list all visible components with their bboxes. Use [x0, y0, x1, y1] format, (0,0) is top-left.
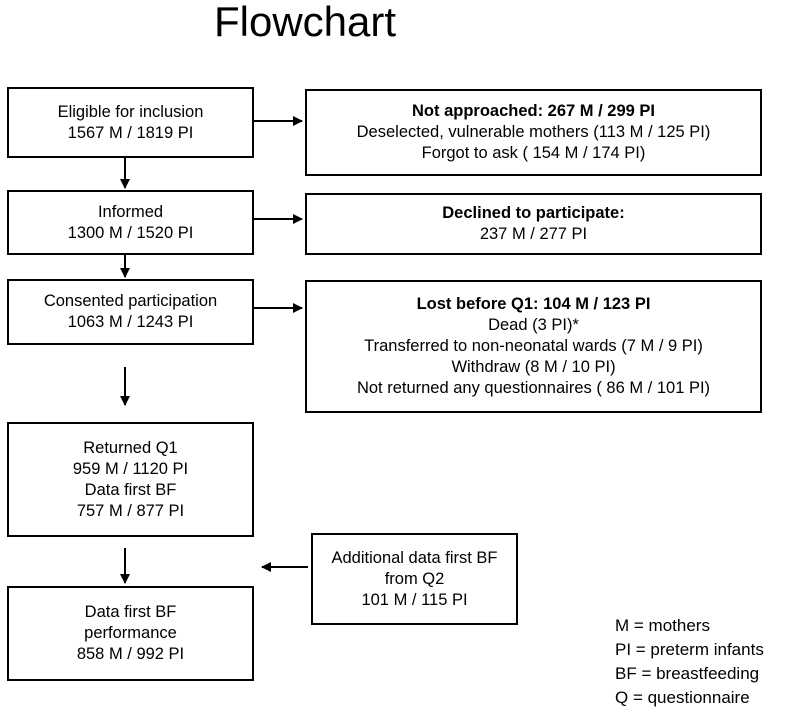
box-informed: Informed 1300 M / 1520 PI: [7, 190, 254, 255]
box-not-approached: Not approached: 267 M / 299 PI Deselecte…: [305, 89, 762, 176]
legend-item: PI = preterm infants: [615, 640, 764, 659]
not-approached-heading: Not approached: 267 M / 299 PI: [412, 102, 655, 120]
eligible-label: Eligible for inclusion: [57, 102, 204, 121]
box-performance: Data first BF performance 858 M / 992 PI: [7, 586, 254, 681]
consented-label: Consented participation: [43, 292, 218, 310]
legend: M = mothers PI = preterm infants BF = br…: [615, 614, 764, 710]
additional-label-2: from Q2: [384, 569, 445, 588]
eligible-count: 1567 M / 1819 PI: [67, 123, 194, 142]
page-title: Flowchart: [213, 0, 397, 45]
performance-label-2: performance: [84, 624, 177, 642]
not-returned-line: Not returned any questionnaires ( 86 M /…: [356, 379, 711, 397]
returned-label: Returned Q1: [83, 438, 178, 457]
legend-item: BF = breastfeeding: [615, 664, 760, 683]
performance-count: 858 M / 992 PI: [76, 645, 185, 663]
box-lost: Lost before Q1: 104 M / 123 PI Dead (3 P…: [305, 280, 762, 413]
declined-count: 237 M / 277 PI: [479, 225, 588, 243]
legend-item: Q = questionnaire: [615, 688, 750, 707]
withdraw-line: Withdraw (8 M / 10 PI): [451, 358, 616, 376]
dead-line: Dead (3 PI)*: [488, 316, 579, 334]
box-additional: Additional data first BF from Q2 101 M /…: [311, 533, 518, 625]
box-consented: Consented participation 1063 M / 1243 PI: [7, 279, 254, 345]
legend-item: M = mothers: [615, 616, 710, 635]
box-eligible: Eligible for inclusion 1567 M / 1819 PI: [7, 87, 254, 158]
consented-count: 1063 M / 1243 PI: [67, 313, 194, 331]
additional-count: 101 M / 115 PI: [361, 590, 468, 609]
performance-label-1: Data first BF: [84, 603, 177, 621]
first-bf-count: 757 M / 877 PI: [76, 501, 185, 520]
transferred-line: Transferred to non-neonatal wards (7 M /…: [364, 337, 703, 355]
first-bf-label: Data first BF: [84, 480, 177, 499]
box-declined: Declined to participate: 237 M / 277 PI: [305, 193, 762, 255]
declined-heading: Declined to participate:: [442, 204, 625, 222]
box-returned: Returned Q1 959 M / 1120 PI Data first B…: [7, 422, 254, 537]
informed-label: Informed: [97, 202, 164, 221]
returned-count: 959 M / 1120 PI: [72, 459, 189, 478]
additional-label-1: Additional data first BF: [331, 548, 498, 567]
informed-count: 1300 M / 1520 PI: [67, 223, 194, 242]
forgot-line: Forgot to ask ( 154 M / 174 PI): [421, 144, 646, 162]
deselected-line: Deselected, vulnerable mothers (113 M / …: [356, 123, 711, 141]
lost-heading: Lost before Q1: 104 M / 123 PI: [416, 295, 651, 313]
